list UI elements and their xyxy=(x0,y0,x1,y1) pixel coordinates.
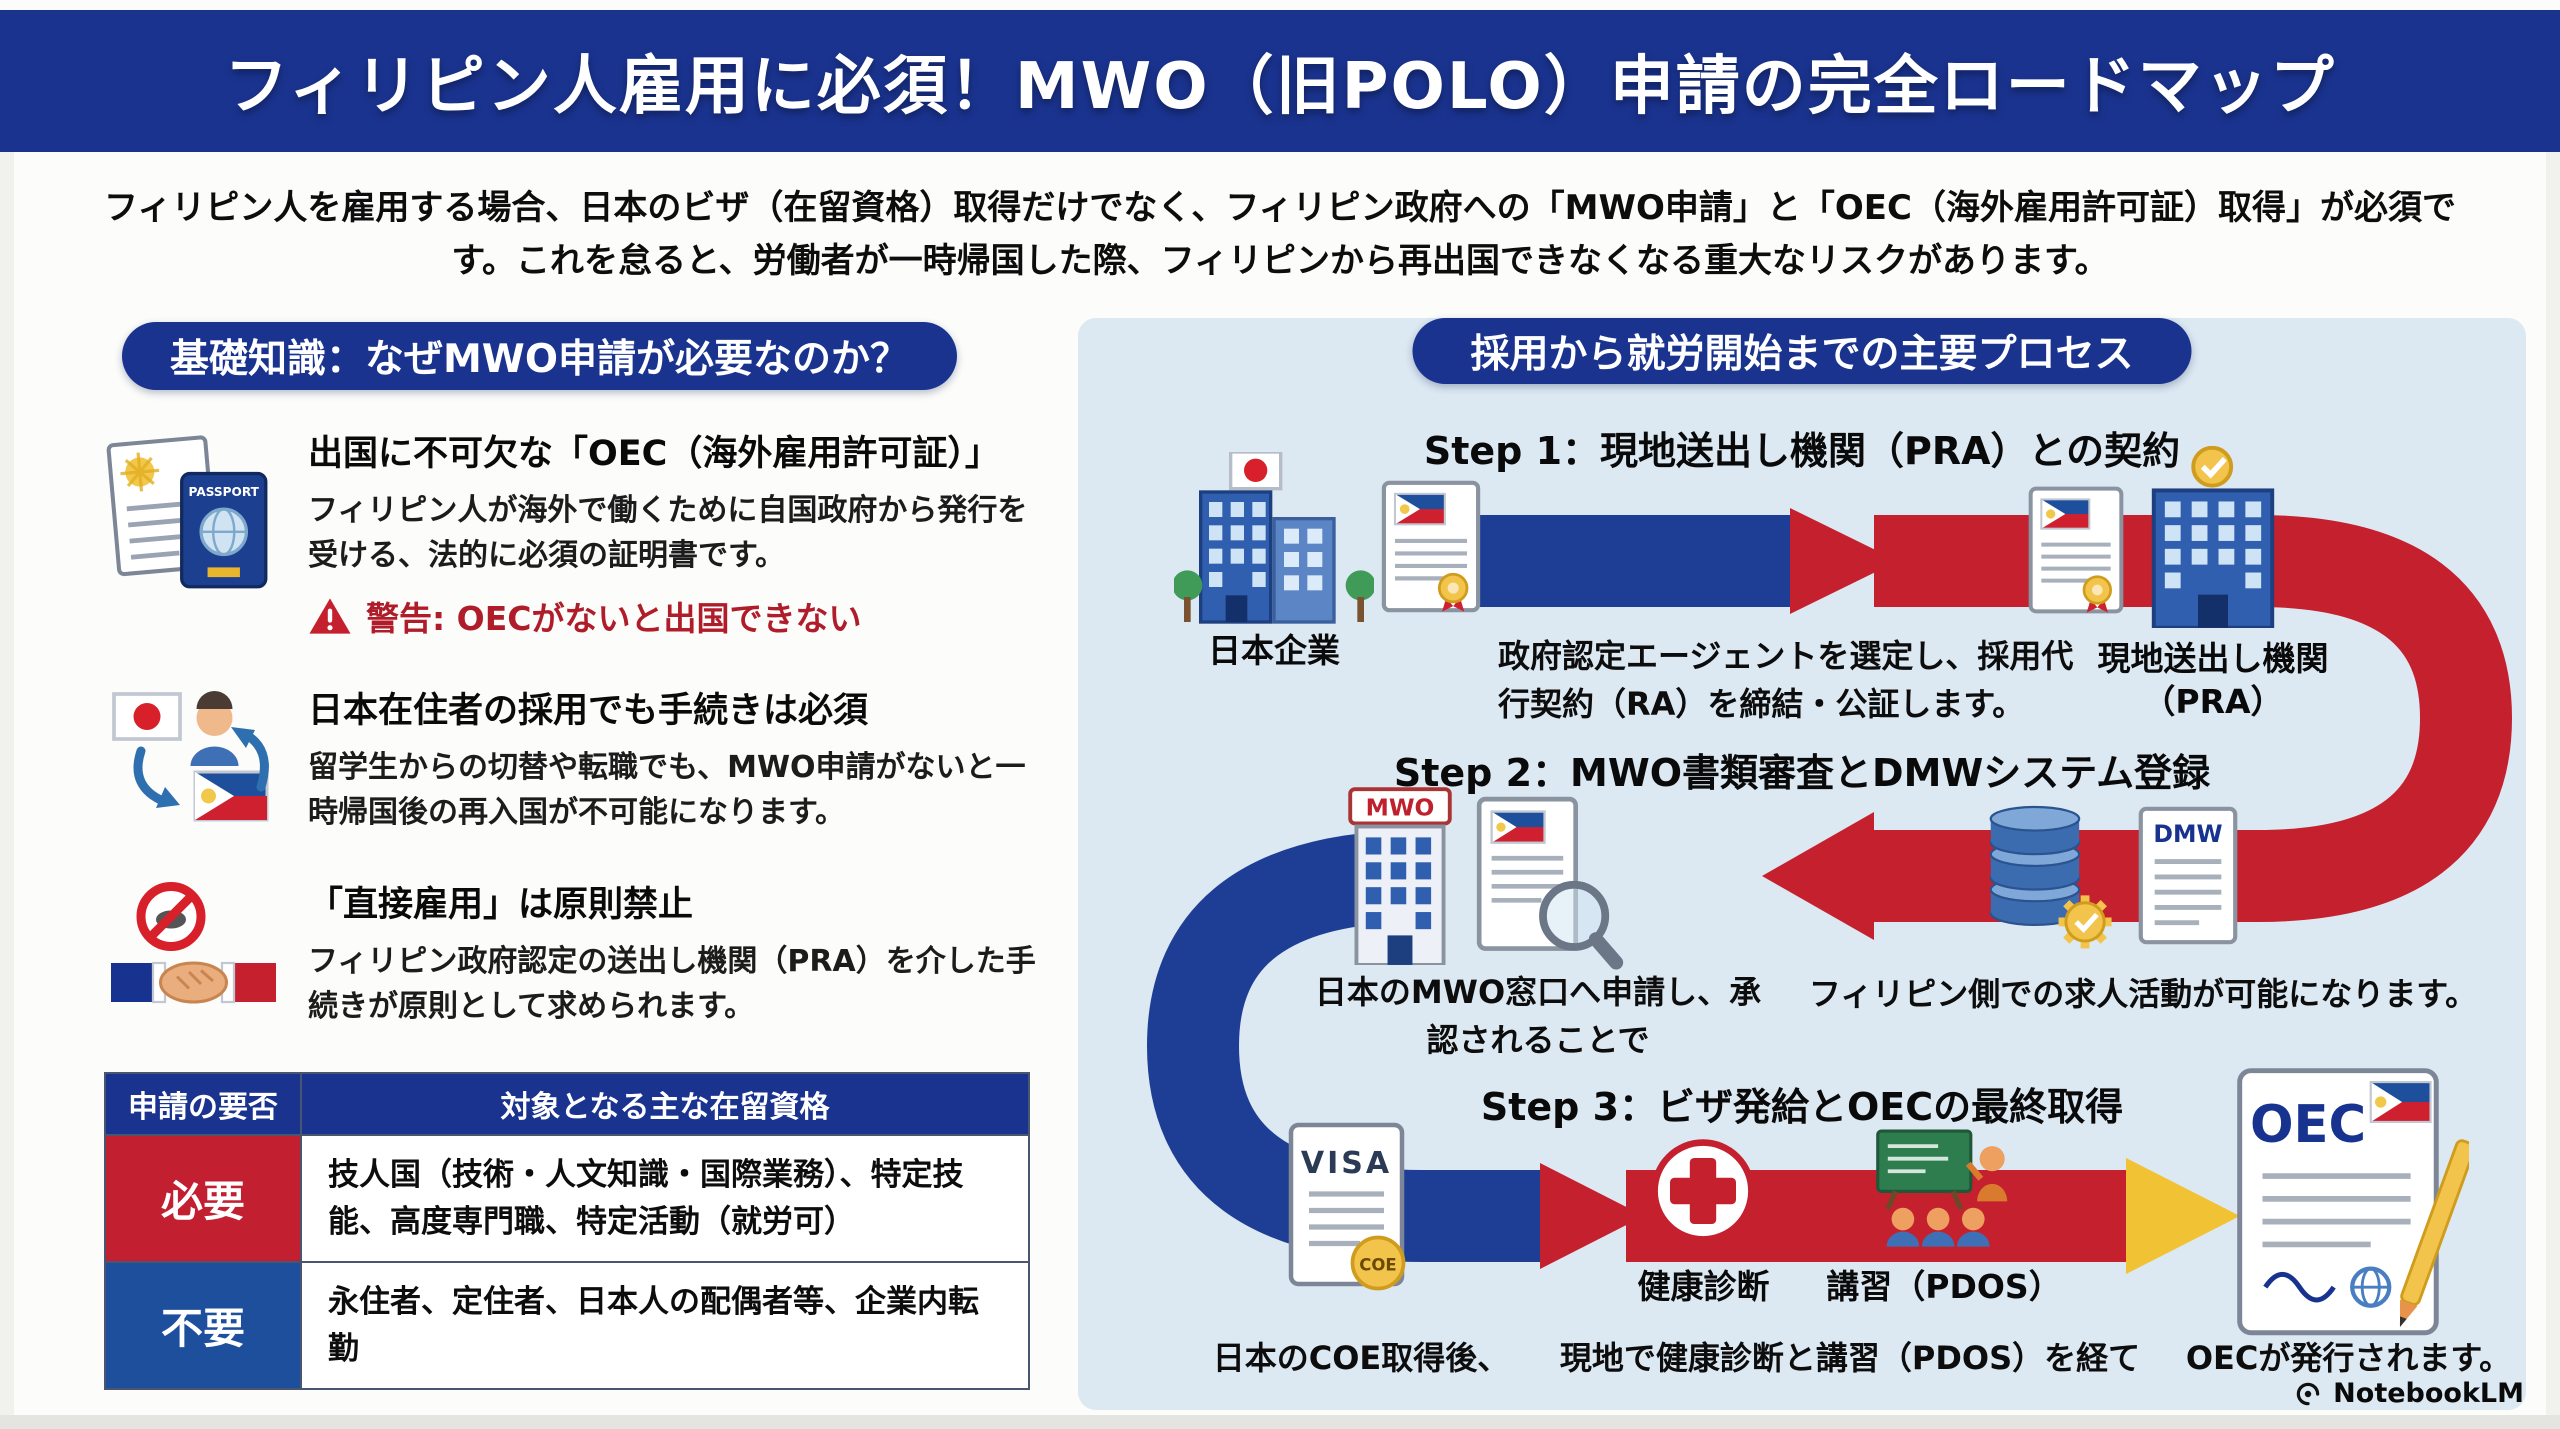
oec-document-icon: OEC xyxy=(2237,1068,2469,1336)
step2-title: Step 2：MWO書類審査とDMWシステム登録 xyxy=(1393,751,2211,795)
info-item-text: 日本在住者の採用でも手続きは必須 留学生からの切替や転職でも、MWO申請がないと… xyxy=(308,682,1054,835)
road-chevron-right-2 xyxy=(1540,1163,1644,1269)
japan-philippines-transfer-icon xyxy=(104,682,282,832)
no-direct-hire-handshake-icon-svg xyxy=(110,882,276,1004)
road-arrow-left xyxy=(1762,812,1874,940)
header-banner: フィリピン人雇用に必須！MWO（旧POLO）申請の完全ロードマップ xyxy=(0,10,2560,152)
svg-text:VISA: VISA xyxy=(1301,1146,1392,1181)
process-section-title: 採用から就労開始までの主要プロセス xyxy=(1412,318,2192,384)
passport-documents-icon: PASSPORT xyxy=(104,425,282,603)
oec-warning: 警告: OECがないと出国できない xyxy=(308,592,1054,640)
svg-text:MWO: MWO xyxy=(1366,794,1435,822)
notebooklm-label: NotebookLM xyxy=(2333,1378,2524,1409)
info-item-oec: PASSPORT 出国に不可欠な「OEC（海外雇用許可証）」 フィリピン人が海外… xyxy=(104,425,1054,640)
pdos-training-icon xyxy=(1876,1129,2008,1247)
mwo-building-icon: MWO xyxy=(1348,787,1452,965)
pdos-training-label: 講習（PDOS） xyxy=(1826,1267,2062,1306)
pra-label: 現地送出し機関（PRA） xyxy=(2097,639,2329,721)
step3-caption-oec: OECが発行されます。 xyxy=(2185,1339,2512,1377)
info-item-resident: 日本在住者の採用でも手続きは必須 留学生からの切替や転職でも、MWO申請がないと… xyxy=(104,682,1054,835)
statuses-required-cell: 技人国（技術・人文知識・国際業務）、特定技能、高度専門職、特定活動（就労可） xyxy=(300,1134,1030,1263)
table-row-required: 必要 技人国（技術・人文知識・国際業務）、特定技能、高度専門職、特定活動（就労可… xyxy=(104,1134,1030,1263)
requirement-required-cell: 必要 xyxy=(104,1134,302,1263)
table-header-status: 対象となる主な在留資格 xyxy=(300,1072,1030,1136)
step1-title: Step 1：現地送出し機関（PRA）との契約 xyxy=(1423,429,2181,473)
japan-company-label: 日本企業 xyxy=(1208,631,1340,670)
info-item-text: 「直接雇用」は原則禁止 フィリピン政府認定の送出し機関（PRA）を介した手続きが… xyxy=(308,876,1054,1029)
right-edge xyxy=(2546,152,2560,1415)
page-title: フィリピン人雇用に必須！MWO（旧POLO）申請の完全ロードマップ xyxy=(224,50,2336,124)
info-item-heading: 日本在住者の採用でも手続きは必須 xyxy=(308,691,869,731)
step3-title: Step 3：ビザ発給とOECの最終取得 xyxy=(1480,1085,2124,1129)
step3-caption-local: 現地で健康診断と講習（PDOS）を経て xyxy=(1559,1339,2141,1377)
step3-caption-japan: 日本のCOE取得後、 xyxy=(1212,1339,1510,1377)
japan-company-icon xyxy=(1174,452,1374,624)
info-item-text: 出国に不可欠な「OEC（海外雇用許可証）」 フィリピン人が海外で働くために自国政… xyxy=(308,425,1054,640)
left-edge xyxy=(0,152,14,1415)
dmw-document-icon: DMW xyxy=(2138,806,2238,945)
svg-text:PASSPORT: PASSPORT xyxy=(189,485,260,499)
statuses-not-required-cell: 永住者、定住者、日本人の配偶者等、企業内転勤 xyxy=(300,1261,1030,1390)
table-header-row: 申請の要否 対象となる主な在留資格 xyxy=(104,1072,1030,1136)
step2-caption-right: フィリピン側での求人活動が可能になります。 xyxy=(1808,975,2478,1013)
info-item-heading: 出国に不可欠な「OEC（海外雇用許可証）」 xyxy=(308,434,1000,474)
visa-coe-document-icon: VISA COE xyxy=(1288,1122,1406,1291)
residence-status-table: 申請の要否 対象となる主な在留資格 必要 技人国（技術・人文知識・国際業務）、特… xyxy=(104,1072,1030,1390)
notebooklm-logo-icon xyxy=(2296,1382,2320,1405)
info-item-body: フィリピン人が海外で働くために自国政府から発行を受ける、法的に必須の証明書です。 xyxy=(308,493,1028,573)
table-header-requirement: 申請の要否 xyxy=(104,1072,302,1136)
step2-caption-left: 日本のMWO窓口へ申請し、承認されることで xyxy=(1314,973,1762,1059)
dmw-database-icon xyxy=(1989,805,2112,949)
contract-document-icon xyxy=(2028,486,2124,614)
document-review-magnifier-icon xyxy=(1476,796,1624,970)
notebooklm-watermark: NotebookLM xyxy=(2293,1378,2524,1409)
basics-section-title: 基礎知識：なぜMWO申請が必要なのか？ xyxy=(122,322,957,390)
pra-building-icon xyxy=(2151,446,2275,628)
health-check-icon xyxy=(1651,1139,1755,1243)
warning-triangle-icon xyxy=(309,598,351,634)
health-check-label: 健康診断 xyxy=(1637,1267,1770,1306)
info-item-body: フィリピン政府認定の送出し機関（PRA）を介した手続きが原則として求められます。 xyxy=(308,944,1036,1024)
no-direct-hire-handshake-icon xyxy=(104,876,282,1026)
svg-text:COE: COE xyxy=(1359,1256,1396,1275)
table-row-not-required: 不要 永住者、定住者、日本人の配偶者等、企業内転勤 xyxy=(104,1261,1030,1390)
info-item-body: 留学生からの切替や転職でも、MWO申請がないと一時帰国後の再入国が不可能になりま… xyxy=(308,750,1026,830)
japan-philippines-transfer-icon-svg xyxy=(111,691,269,822)
requirement-not-required-cell: 不要 xyxy=(104,1261,302,1390)
info-item-direct-hire: 「直接雇用」は原則禁止 フィリピン政府認定の送出し機関（PRA）を介した手続きが… xyxy=(104,876,1054,1029)
road-chevron-yellow xyxy=(2126,1158,2240,1274)
road-chevron-right-1 xyxy=(1790,508,1898,614)
info-item-heading: 「直接雇用」は原則禁止 xyxy=(308,885,694,925)
svg-text:OEC: OEC xyxy=(2250,1095,2366,1155)
process-panel: 採用から就労開始までの主要プロセス Step 1：現地送出し機関（PRA）との契… xyxy=(1078,318,2526,1410)
passport-documents-icon-svg: PASSPORT xyxy=(106,435,268,589)
warning-text: 警告: OECがないと出国できない xyxy=(366,599,862,638)
intro-text: フィリピン人を雇用する場合、日本のビザ（在留資格）取得だけでなく、フィリピン政府… xyxy=(104,188,2456,281)
bottom-edge xyxy=(0,1415,2560,1429)
contract-document-icon xyxy=(1381,480,1481,613)
step1-description: 政府認定エージェントを選定し、採用代行契約（RA）を締結・公証します。 xyxy=(1498,637,2074,723)
svg-text:DMW: DMW xyxy=(2153,820,2222,848)
